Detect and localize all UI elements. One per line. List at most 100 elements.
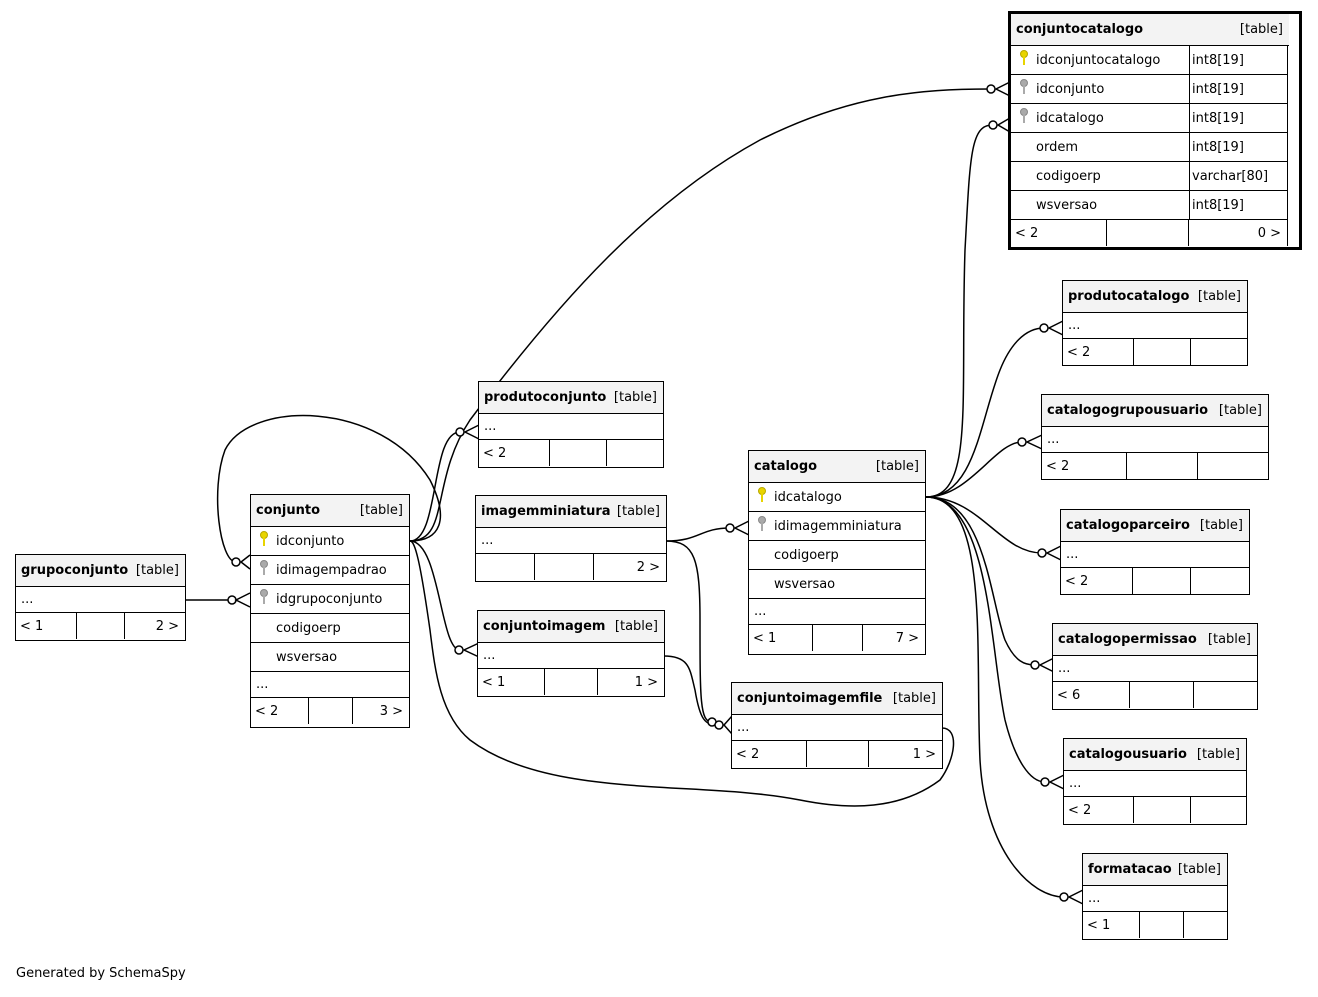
column-row[interactable]: idimagempadrao bbox=[251, 556, 409, 585]
column-name: ordem bbox=[1036, 139, 1078, 155]
column-row[interactable]: idimagemminiatura bbox=[749, 512, 925, 541]
table-type-label: [table] bbox=[892, 691, 936, 706]
table-grupoconjunto[interactable]: grupoconjunto [table] ... < 1 2 > bbox=[15, 554, 186, 641]
column-datatype: int8[19] bbox=[1189, 75, 1287, 103]
column-row[interactable]: idconjunto int8[19] bbox=[1011, 75, 1287, 104]
table-type-label: [table] bbox=[1199, 518, 1243, 533]
columns-ellipsis: ... bbox=[1083, 886, 1227, 912]
table-produtocatalogo[interactable]: produtocatalogo[table] ... < 2 bbox=[1062, 280, 1248, 366]
columns-ellipsis: ... bbox=[1064, 771, 1246, 797]
table-type-label: [table] bbox=[1196, 747, 1240, 762]
table-name: catalogopermissao bbox=[1058, 632, 1197, 647]
children-count: 2 > bbox=[636, 559, 660, 575]
column-name: idconjuntocatalogo bbox=[1036, 52, 1161, 68]
parents-count: < 1 bbox=[1083, 912, 1140, 938]
table-catalogoparceiro[interactable]: catalogoparceiro[table] ... < 2 bbox=[1060, 509, 1250, 595]
column-row[interactable]: codigoerp bbox=[251, 614, 409, 643]
table-imagemminiatura[interactable]: imagemminiatura[table] ... 2 > bbox=[475, 495, 667, 582]
columns-ellipsis: ... bbox=[478, 643, 664, 669]
relation-conjunto-self bbox=[216, 415, 441, 563]
relation-catalogo-formatacao bbox=[925, 496, 1065, 898]
parents-count: < 2 bbox=[1064, 797, 1134, 823]
primary-key-icon bbox=[1016, 50, 1032, 70]
children-count: 7 > bbox=[895, 630, 919, 646]
crow-foot-marker bbox=[986, 84, 996, 94]
table-conjuntocatalogo[interactable]: conjuntocatalogo[table] idconjuntocatalo… bbox=[1008, 11, 1302, 250]
table-name: imagemminiatura bbox=[481, 504, 611, 519]
crow-foot-marker bbox=[988, 120, 998, 130]
columns-ellipsis: ... bbox=[16, 587, 185, 613]
crow-foot-marker bbox=[714, 720, 724, 730]
crow-foot-marker bbox=[725, 523, 735, 533]
column-datatype: int8[19] bbox=[1189, 133, 1287, 161]
column-name: idconjunto bbox=[276, 533, 345, 549]
parents-count: < 1 bbox=[478, 669, 545, 695]
parents-count: < 1 bbox=[749, 625, 813, 651]
crow-foot-marker bbox=[231, 557, 241, 567]
relation-catalogo-conjuntocatalogo bbox=[925, 124, 993, 498]
column-name: codigoerp bbox=[1036, 168, 1101, 184]
table-name: conjuntocatalogo bbox=[1016, 22, 1144, 37]
column-name: idcatalogo bbox=[1036, 110, 1104, 126]
columns-ellipsis: ... bbox=[251, 672, 409, 698]
table-formatacao[interactable]: formatacao [table] ... < 1 bbox=[1082, 853, 1228, 940]
children-count: 3 > bbox=[379, 703, 403, 719]
children-count: 1 > bbox=[634, 674, 658, 690]
foreign-key-icon bbox=[256, 589, 272, 609]
column-name: idconjunto bbox=[1036, 81, 1105, 97]
children-count: 1 > bbox=[912, 746, 936, 762]
generated-by-label: Generated by SchemaSpy bbox=[16, 966, 186, 981]
columns-ellipsis: ... bbox=[1063, 313, 1247, 339]
children-count: 2 > bbox=[155, 618, 179, 634]
table-name: grupoconjunto bbox=[21, 563, 129, 578]
parents-count: < 1 bbox=[16, 613, 77, 639]
column-row[interactable]: ordem int8[19] bbox=[1011, 133, 1287, 162]
parents-count bbox=[476, 554, 535, 580]
parents-count: < 2 bbox=[1042, 453, 1127, 479]
crow-foot-marker bbox=[1017, 437, 1027, 447]
table-catalogogrupousuario[interactable]: catalogogrupousuario[table] ... < 2 bbox=[1041, 394, 1269, 480]
column-row[interactable]: idcatalogo bbox=[749, 483, 925, 512]
foreign-key-icon bbox=[1016, 108, 1032, 128]
column-name: idimagempadrao bbox=[276, 562, 387, 578]
table-type-label: [table] bbox=[1177, 862, 1221, 877]
table-conjunto[interactable]: conjunto[table] idconjunto idimagempadra… bbox=[250, 494, 410, 728]
table-catalogopermissao[interactable]: catalogopermissao[table] ... < 6 bbox=[1052, 623, 1258, 710]
column-row[interactable]: wsversao bbox=[251, 643, 409, 672]
table-name: conjuntoimagem bbox=[483, 619, 606, 634]
table-name: catalogoparceiro bbox=[1066, 518, 1190, 533]
foreign-key-icon bbox=[1016, 79, 1032, 99]
column-name: wsversao bbox=[1036, 197, 1098, 213]
columns-ellipsis: ... bbox=[476, 528, 666, 554]
table-produtoconjunto[interactable]: produtoconjunto[table] ... < 2 bbox=[478, 381, 664, 468]
relation-conjuntoimagem-conjuntoimagemfile bbox=[663, 655, 719, 726]
column-row[interactable]: idconjunto bbox=[251, 527, 409, 556]
relation-catalogo-catalogoparceiro bbox=[925, 496, 1043, 554]
columns-ellipsis: ... bbox=[1053, 656, 1257, 682]
column-row[interactable]: idgrupoconjunto bbox=[251, 585, 409, 614]
table-catalogo[interactable]: catalogo[table] idcatalogo idimagemminia… bbox=[748, 450, 926, 655]
parents-count: < 2 bbox=[732, 741, 807, 767]
children-count: 0 > bbox=[1257, 225, 1281, 241]
foreign-key-icon bbox=[256, 560, 272, 580]
table-catalogousuario[interactable]: catalogousuario[table] ... < 2 bbox=[1063, 738, 1247, 825]
table-name: formatacao bbox=[1088, 862, 1172, 877]
columns-ellipsis: ... bbox=[1042, 427, 1268, 453]
columns-ellipsis: ... bbox=[749, 599, 925, 625]
columns-ellipsis: ... bbox=[732, 715, 942, 741]
foreign-key-icon bbox=[754, 516, 770, 536]
crow-foot-marker bbox=[1030, 660, 1040, 670]
table-name: produtoconjunto bbox=[484, 390, 607, 405]
column-row[interactable]: wsversao bbox=[749, 570, 925, 599]
parents-count: < 2 bbox=[1061, 568, 1133, 594]
table-type-label: [table] bbox=[135, 563, 179, 578]
relation-conjuntoimagemfile-conjunto bbox=[409, 540, 955, 807]
column-row[interactable]: codigoerp bbox=[749, 541, 925, 570]
